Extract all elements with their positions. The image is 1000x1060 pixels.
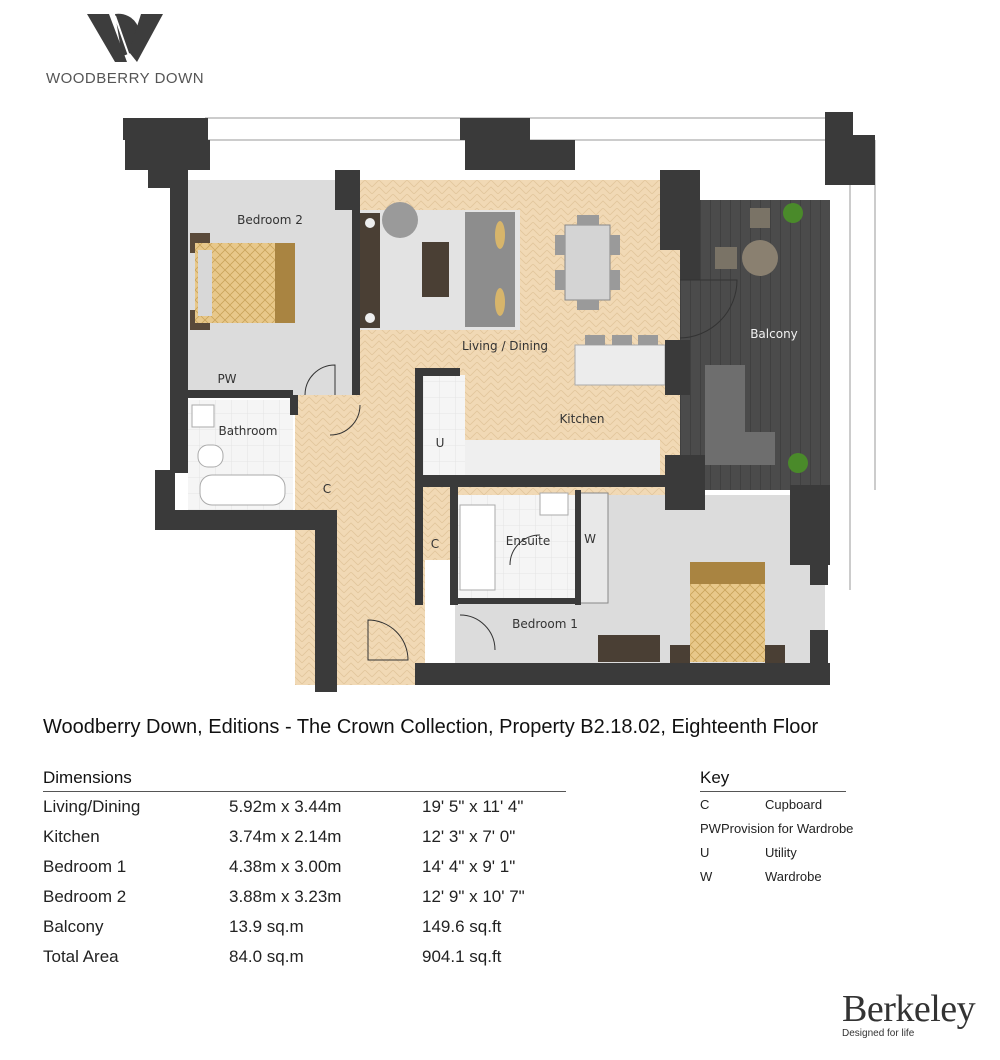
key-code: U [700,844,710,860]
key-code: PW [700,820,721,836]
woodberry-down-logo: WOODBERRY DOWN [40,12,210,87]
key-row: C Cupboard [700,792,846,816]
dim-room: Bedroom 2 [43,887,127,906]
dim-metric: 13.9 sq.m [229,917,304,936]
marker-provision-wardrobe: PW [217,372,236,386]
marker-cupboard-2: C [431,537,439,551]
dim-metric: 3.74m x 2.14m [229,827,342,846]
key-code: W [700,868,713,884]
brand-name: WOODBERRY DOWN [45,70,205,87]
dim-metric: 84.0 sq.m [229,947,304,966]
key-row: PW Provision for Wardrobe [700,816,853,840]
dim-room: Living/Dining [43,797,141,816]
marker-cupboard-1: C [323,482,331,496]
developer-name: Berkeley [842,988,976,1030]
room-label-living-dining: Living / Dining [462,339,548,353]
room-label-bathroom: Bathroom [219,424,278,438]
dimensions-row: Bedroom 1 4.38m x 3.00m 14' 4" x 9' 1" [43,852,566,882]
dim-imperial: 14' 4" x 9' 1" [422,857,516,876]
dimensions-row: Living/Dining 5.92m x 3.44m 19' 5" x 11'… [43,792,566,822]
key-legend: Key C Cupboard PW Provision for Wardrobe… [700,768,853,888]
dim-room: Balcony [43,917,104,936]
dim-room: Bedroom 1 [43,857,127,876]
key-code: C [700,796,710,812]
dim-imperial: 19' 5" x 11' 4" [422,797,524,816]
dimensions-heading: Dimensions [43,768,566,792]
dim-room: Kitchen [43,827,100,846]
dim-imperial: 12' 9" x 10' 7" [422,887,525,906]
room-label-ensuite: Ensuite [506,534,550,548]
room-label-kitchen: Kitchen [559,412,604,426]
key-meaning: Cupboard [765,796,823,812]
floor-plan: Bedroom 2 Living / Dining Kitchen Balcon… [120,110,890,700]
dimensions-row: Kitchen 3.74m x 2.14m 12' 3" x 7' 0" [43,822,566,852]
dim-room: Total Area [43,947,119,966]
key-row: W Wardrobe [700,864,846,888]
dim-imperial: 149.6 sq.ft [422,917,502,936]
property-title: Woodberry Down, Editions - The Crown Col… [43,716,819,738]
marker-utility: U [436,436,445,450]
dimensions-row: Total Area 84.0 sq.m 904.1 sq.ft [43,942,566,972]
dim-metric: 4.38m x 3.00m [229,857,342,876]
woodberry-w-logo-icon [87,13,163,62]
room-label-balcony: Balcony [750,327,798,341]
berkeley-logo: Berkeley Designed for life [842,988,976,1039]
dimensions-table: Dimensions Living/Dining 5.92m x 3.44m 1… [43,768,566,972]
room-label-bedroom1: Bedroom 1 [512,617,578,631]
dim-metric: 3.88m x 3.23m [229,887,342,906]
key-heading: Key [700,768,846,792]
key-meaning: Provision for Wardrobe [720,820,854,836]
key-meaning: Utility [765,844,797,860]
room-label-bedroom2: Bedroom 2 [237,213,303,227]
dimensions-row: Balcony 13.9 sq.m 149.6 sq.ft [43,912,566,942]
dim-imperial: 12' 3" x 7' 0" [422,827,516,846]
dim-metric: 5.92m x 3.44m [229,797,342,816]
dimensions-row: Bedroom 2 3.88m x 3.23m 12' 9" x 10' 7" [43,882,566,912]
key-row: U Utility [700,840,846,864]
key-meaning: Wardrobe [765,868,822,884]
floor-plan-drawing: Bedroom 2 Living / Dining Kitchen Balcon… [123,112,876,692]
dim-imperial: 904.1 sq.ft [422,947,502,966]
developer-tagline: Designed for life [842,1028,915,1039]
marker-wardrobe: W [584,532,596,546]
